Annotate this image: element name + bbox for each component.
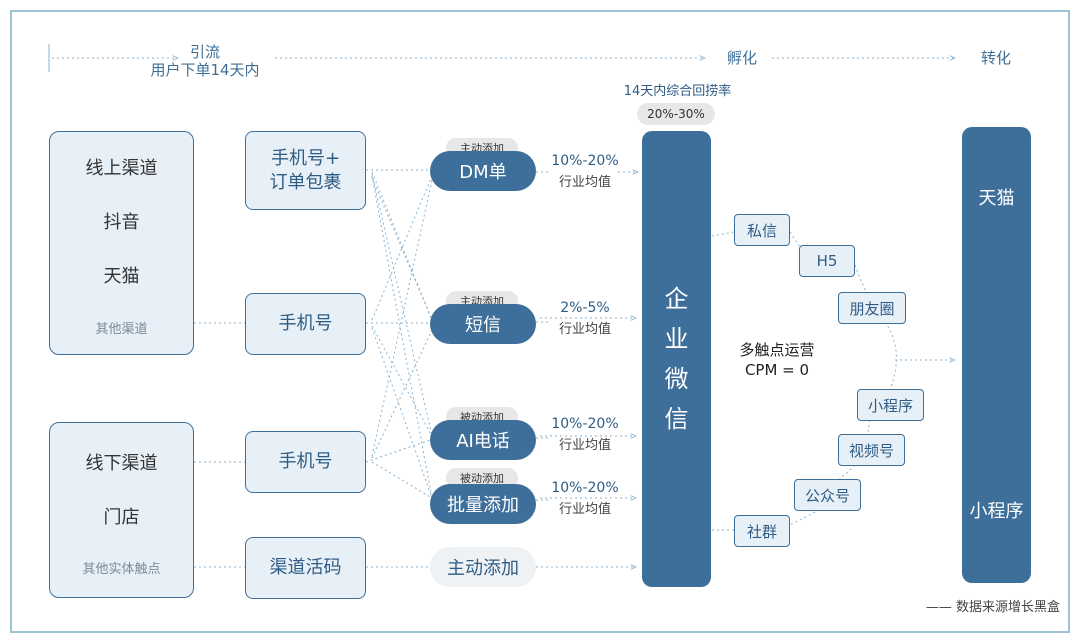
- offline-channel-title: 线下渠道: [85, 453, 158, 474]
- diagram-frame: [10, 10, 1070, 633]
- rate-batch-value: 10%-20%: [551, 480, 619, 496]
- destination-column: 天猫 小程序: [962, 127, 1031, 583]
- stage-traffic-title: 引流: [189, 43, 220, 61]
- online-channel-other: 其他渠道: [95, 322, 148, 337]
- online-channel-title: 线上渠道: [85, 158, 158, 179]
- stage-convert: 转化: [980, 49, 1011, 67]
- touchpoint-private-message: 私信: [734, 214, 790, 246]
- ops-line2: CPM = 0: [744, 361, 810, 379]
- rate-dm: 10%-20% 行业均值: [540, 150, 630, 194]
- method-sms: 短信: [430, 304, 536, 344]
- retrieval-value-badge: 20%-30%: [637, 103, 715, 125]
- offline-channel-other: 其他实体触点: [82, 562, 161, 577]
- online-channel-box: 线上渠道 抖音 天猫 其他渠道: [49, 131, 194, 355]
- rate-batch-sub: 行业均值: [558, 502, 611, 517]
- phone-online-box: 手机号: [245, 293, 366, 355]
- enterprise-char-3: 微: [664, 365, 689, 393]
- phone-order-line1: 手机号+: [270, 147, 341, 169]
- offline-channel-store: 门店: [103, 507, 140, 528]
- stage-traffic: 引流 用户下单14天内: [130, 43, 280, 79]
- offline-channel-box: 线下渠道 门店 其他实体触点: [49, 422, 194, 598]
- channel-code-box: 渠道活码: [245, 537, 366, 599]
- stage-traffic-subtitle: 用户下单14天内: [150, 61, 260, 79]
- destination-mini-program: 小程序: [969, 501, 1024, 522]
- online-channel-tmall: 天猫: [103, 266, 140, 287]
- method-ai-call: AI电话: [430, 420, 536, 460]
- rate-ai-call-sub: 行业均值: [558, 438, 611, 453]
- rate-dm-sub: 行业均值: [558, 175, 611, 190]
- ops-line1: 多触点运营: [739, 341, 815, 359]
- method-dm: DM单: [430, 151, 536, 191]
- touchpoint-community: 社群: [734, 515, 790, 547]
- online-channel-douyin: 抖音: [103, 212, 140, 233]
- touchpoint-video-channel: 视频号: [838, 434, 905, 466]
- touchpoint-official-account: 公众号: [794, 479, 861, 511]
- touchpoint-moments: 朋友圈: [838, 292, 906, 324]
- destination-tmall: 天猫: [978, 188, 1015, 209]
- enterprise-char-1: 企: [664, 285, 689, 313]
- touchpoint-mini-program: 小程序: [857, 389, 924, 421]
- ops-text: 多触点运营 CPM = 0: [722, 340, 832, 380]
- stage-incubate: 孵化: [726, 49, 757, 67]
- rate-sms: 2%-5% 行业均值: [540, 297, 630, 341]
- rate-sms-value: 2%-5%: [560, 300, 610, 316]
- enterprise-char-2: 业: [664, 325, 689, 353]
- method-active-add: 主动添加: [430, 547, 536, 587]
- phone-order-box: 手机号+ 订单包裹: [245, 131, 366, 210]
- touchpoint-h5: H5: [799, 245, 855, 277]
- rate-batch: 10%-20% 行业均值: [540, 477, 630, 521]
- retrieval-label: 14天内综合回捞率: [623, 84, 732, 99]
- rate-sms-sub: 行业均值: [558, 322, 611, 337]
- rate-ai-call: 10%-20% 行业均值: [540, 413, 630, 457]
- phone-order-line2: 订单包裹: [269, 171, 342, 193]
- method-batch: 批量添加: [430, 484, 536, 524]
- method-tag-batch: 被动添加: [446, 468, 518, 488]
- source-note: —— 数据来源增长黑盒: [925, 600, 1060, 615]
- phone-offline-box: 手机号: [245, 431, 366, 493]
- enterprise-char-4: 信: [664, 405, 689, 433]
- enterprise-wechat-column: 企 业 微 信: [642, 131, 711, 587]
- rate-ai-call-value: 10%-20%: [551, 416, 619, 432]
- rate-dm-value: 10%-20%: [551, 153, 619, 169]
